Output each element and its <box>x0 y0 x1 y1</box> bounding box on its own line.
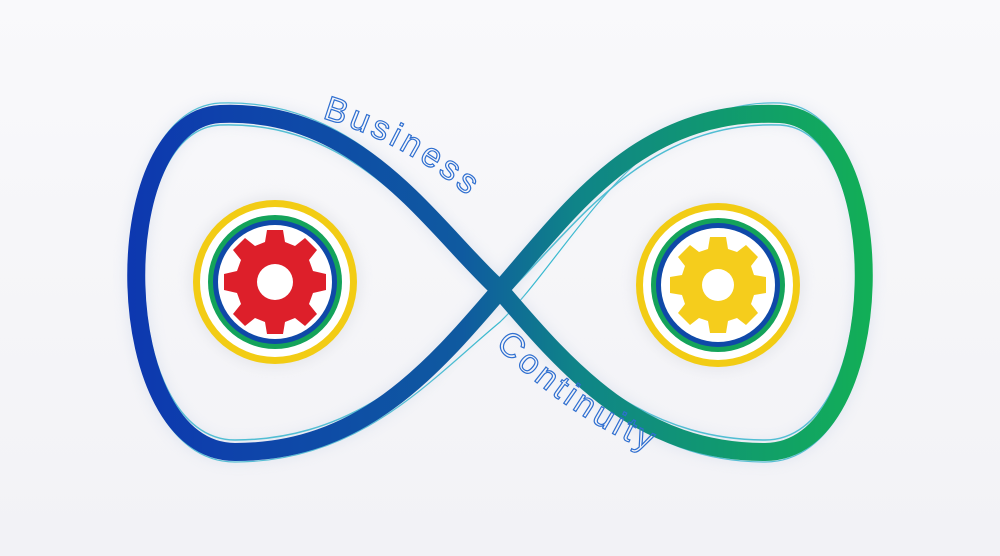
red-gear-icon <box>224 230 326 334</box>
continuity-text: Continuity <box>489 323 664 460</box>
infinity-ribbon <box>124 101 876 465</box>
yellow-gear-icon <box>670 237 766 333</box>
right-gear-medallion <box>632 199 804 371</box>
left-gear-medallion <box>189 196 361 368</box>
